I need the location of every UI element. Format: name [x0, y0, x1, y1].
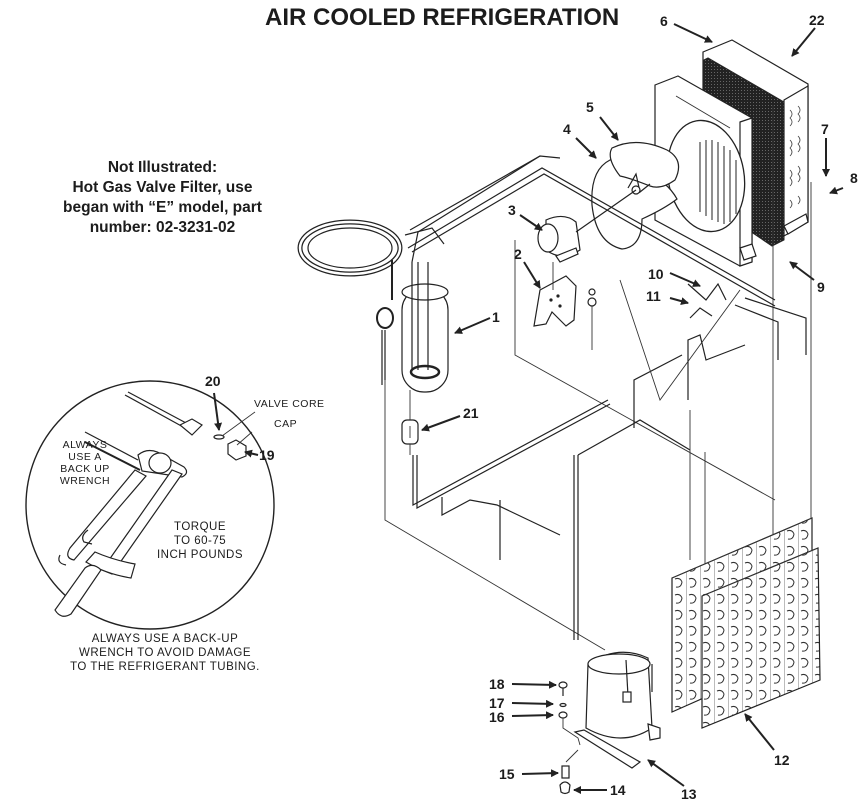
- label-line: TORQUE: [174, 521, 226, 533]
- callout-6: 6: [660, 13, 668, 29]
- note-line: Hot Gas Valve Filter, use: [72, 179, 253, 196]
- callout-2: 2: [514, 246, 522, 262]
- callout-20: 20: [205, 373, 221, 389]
- cap-label: CAP: [274, 418, 298, 430]
- callout-14: 14: [610, 782, 626, 798]
- caption-line: TO THE REFRIGERANT TUBING.: [70, 661, 260, 673]
- callout-10: 10: [648, 266, 664, 282]
- label-line: TO 60-75: [173, 535, 227, 547]
- valve-core-inset: [25, 380, 275, 630]
- callout-18: 18: [489, 676, 505, 692]
- note-line: number: 02-3231-02: [89, 219, 236, 236]
- callout-17: 17: [489, 695, 505, 711]
- callout-21: 21: [463, 405, 479, 421]
- callout-11: 11: [646, 288, 661, 304]
- heat-exchanger: [297, 155, 541, 415]
- label-line: ALWAYS: [62, 439, 108, 451]
- callout-15: 15: [499, 766, 515, 782]
- fan-motor: [537, 189, 637, 263]
- backup-wrench-caption: ALWAYS USE A BACK-UP WRENCH TO AVOID DAM…: [50, 632, 280, 674]
- callout-5: 5: [586, 99, 594, 115]
- note-line: began with “E” model, part: [63, 199, 262, 216]
- callout-9: 9: [817, 279, 825, 295]
- callout-16: 16: [489, 709, 505, 725]
- not-illustrated-note: Not Illustrated: Hot Gas Valve Filter, u…: [40, 158, 285, 238]
- condenser-assembly: [654, 39, 812, 600]
- callout-arrows: [213, 23, 844, 794]
- label-line: USE A: [68, 451, 102, 463]
- callout-7: 7: [821, 121, 829, 137]
- page-title: AIR COOLED REFRIGERATION: [265, 4, 620, 31]
- compressor: [573, 651, 661, 769]
- callout-4: 4: [563, 121, 571, 137]
- label-line: WRENCH: [59, 475, 111, 487]
- callout-3: 3: [508, 202, 516, 218]
- note-heading: Not Illustrated:: [107, 159, 218, 176]
- label-line: BACK UP: [60, 463, 110, 475]
- valve-core-label: VALVE CORE: [254, 398, 325, 410]
- refrigerant-tubing: [384, 155, 807, 651]
- caption-line: WRENCH TO AVOID DAMAGE: [78, 647, 252, 659]
- callout-1: 1: [492, 309, 500, 325]
- accumulator-canister: [401, 287, 449, 393]
- callout-22: 22: [809, 12, 825, 28]
- caption-line: ALWAYS USE A BACK-UP: [91, 633, 239, 645]
- motor-bracket: [533, 262, 597, 350]
- filter-drier: [401, 415, 419, 455]
- callout-19: 19: [259, 447, 275, 463]
- compressor-mounting-hardware: [558, 681, 581, 795]
- fan-blade: [591, 141, 680, 250]
- evaporator-plates: [671, 517, 821, 729]
- callout-8: 8: [850, 170, 858, 186]
- label-line: INCH POUNDS: [156, 549, 243, 561]
- backup-wrench-label: ALWAYS USE A BACK UP WRENCH: [50, 439, 120, 487]
- callout-13: 13: [681, 786, 697, 802]
- callout-12: 12: [774, 752, 790, 768]
- torque-label: TORQUE TO 60-75 INCH POUNDS: [150, 520, 250, 562]
